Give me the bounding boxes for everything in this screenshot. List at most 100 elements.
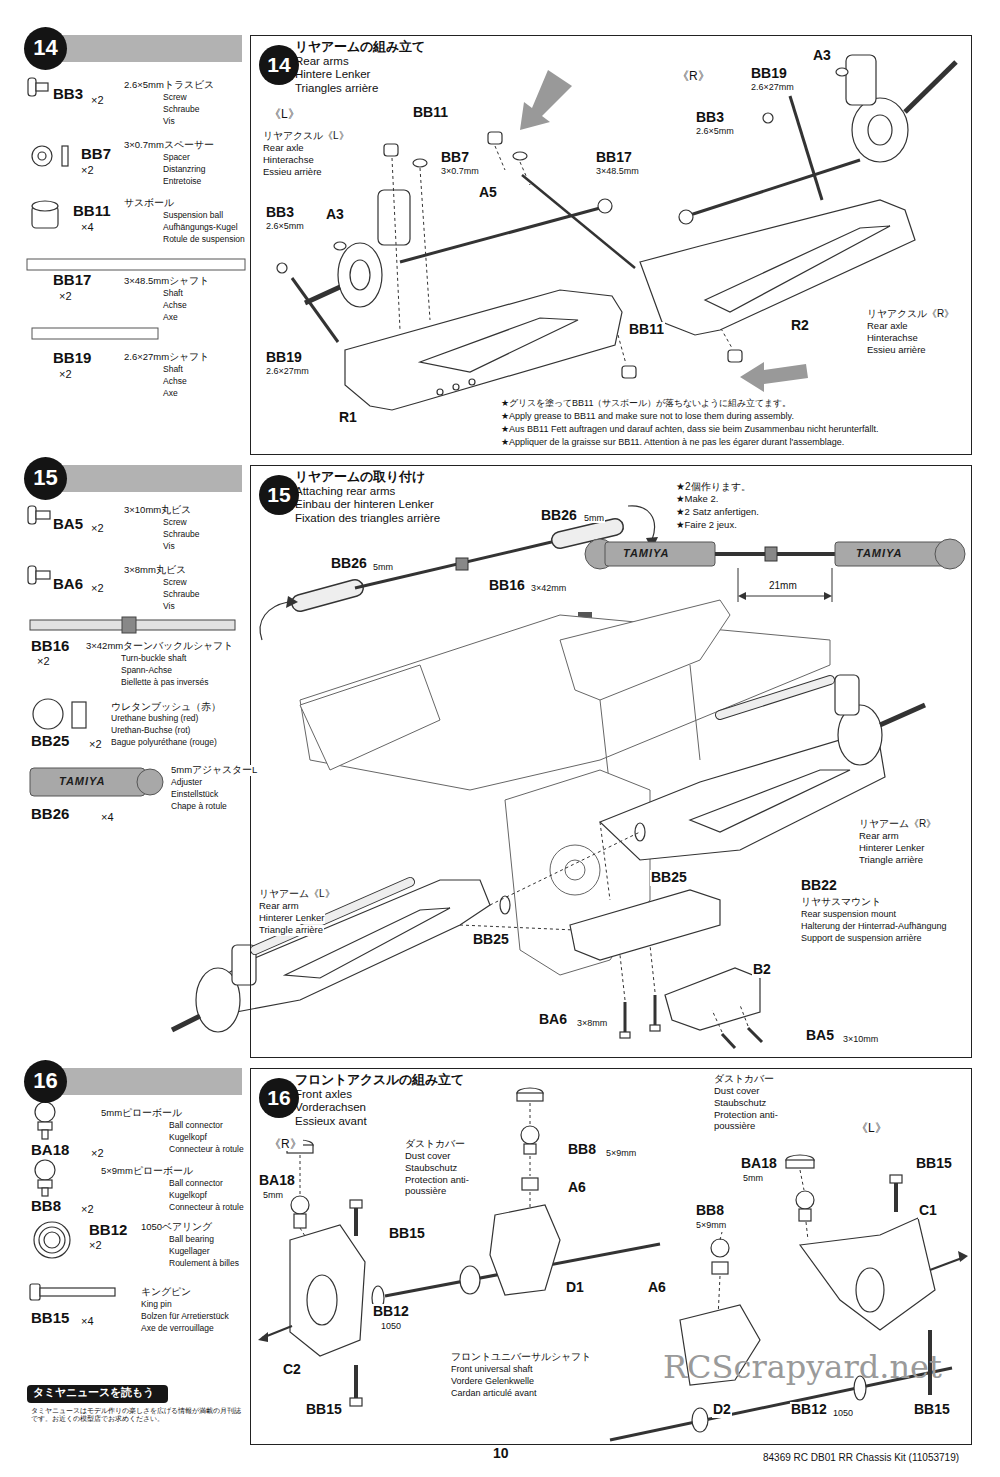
callout-label: BB15 xyxy=(305,1402,343,1418)
part-name: Protection anti-poussière xyxy=(404,1175,478,1196)
part-name: Ball connector xyxy=(168,1121,224,1131)
part-name: 3×10mm丸ビス xyxy=(123,505,192,516)
callout-label: D1 xyxy=(565,1280,585,1296)
part-code: BB19 xyxy=(52,350,92,367)
front-axle-illustration xyxy=(258,1088,968,1440)
dimension: 5mm xyxy=(742,1173,764,1183)
callout-label: BB19 xyxy=(750,66,788,82)
callout-label: BB12 xyxy=(790,1402,828,1418)
callout-label: BB15 xyxy=(915,1156,953,1172)
step-number: 14 xyxy=(259,45,299,85)
part-name: Dust cover xyxy=(713,1086,760,1097)
part-name: Screw xyxy=(162,518,188,528)
part-name: Distanzring xyxy=(162,165,207,175)
part-name: Staubschutz xyxy=(404,1163,458,1174)
dimension: 2.6×27mm xyxy=(265,366,310,376)
part-name: Rear arm xyxy=(858,831,900,842)
step-title: Rear arms xyxy=(295,55,349,68)
part-code: BB26 xyxy=(30,806,70,823)
quantity: ×4 xyxy=(80,221,95,233)
part-code: BB11 xyxy=(72,203,112,220)
quantity: ×4 xyxy=(100,811,115,823)
part-name: Rear axle xyxy=(866,321,909,332)
side-mark: 《L》 xyxy=(268,108,301,121)
step-title: Hintere Lenker xyxy=(295,68,370,81)
callout-label: BB15 xyxy=(913,1402,951,1418)
part-name: Axe xyxy=(162,389,179,399)
part-code: BB16 xyxy=(30,638,70,655)
callout-label: BB16 xyxy=(488,578,526,594)
part-name: Chape à rotule xyxy=(170,802,228,812)
parts-icons xyxy=(27,78,245,1300)
part-name: Vis xyxy=(162,542,176,552)
step-header-band: 14 xyxy=(50,35,242,62)
rear-arm-illustration xyxy=(277,55,956,410)
part-name: キングピン xyxy=(140,1287,192,1298)
part-code: BA6 xyxy=(52,576,84,593)
step-title: Attaching rear arms xyxy=(295,485,395,498)
rear-arm-mounting-illustration xyxy=(172,506,965,1048)
callout-label: R1 xyxy=(338,410,358,426)
part-name: Protection anti-poussière xyxy=(713,1110,787,1131)
callout-label: BB22 xyxy=(800,878,838,894)
part-name: Rear arm xyxy=(258,901,300,912)
dimension: 3×0.7mm xyxy=(440,166,480,176)
part-name: フロントユニバーサルシャフト xyxy=(450,1352,592,1363)
dimension: 5×9mm xyxy=(695,1220,727,1230)
side-mark: 《R》 xyxy=(676,70,711,83)
part-name: リヤアーム《R》 xyxy=(858,818,937,829)
page-number: 10 xyxy=(492,1446,510,1462)
step-number: 15 xyxy=(259,475,299,515)
part-code: BB17 xyxy=(52,272,92,289)
note: タミヤニュースはモデル作りの楽しさを広げる情報が満載の月刊誌です。お近くの模型店… xyxy=(30,1407,244,1423)
part-name: Kugelkopf xyxy=(168,1191,208,1201)
callout-label: BB11 xyxy=(412,105,449,121)
step-title: Fixation des triangles arrière xyxy=(295,512,440,525)
callout-label: A5 xyxy=(478,185,498,201)
dimension: 21mm xyxy=(768,580,798,591)
part-name: Hinterer Lenker xyxy=(858,843,925,854)
callout-label: A6 xyxy=(567,1180,587,1196)
step-header-band: 16 xyxy=(50,1068,242,1095)
step-number: 16 xyxy=(259,1078,299,1118)
part-code: BB8 xyxy=(30,1198,62,1215)
callout-label: B2 xyxy=(752,962,772,978)
callout-label: A3 xyxy=(812,48,832,64)
step-title: Front axles xyxy=(295,1088,352,1101)
part-name: リヤサスマウント xyxy=(800,896,882,907)
quantity: ×2 xyxy=(36,655,51,667)
dimension: 3×10mm xyxy=(842,1034,879,1044)
part-name: 3×42mmターンバックルシャフト xyxy=(85,641,234,652)
step-title: リヤアームの組み立て xyxy=(295,41,425,55)
step-header-band: 15 xyxy=(50,465,242,492)
note: ★Apply grease to BB11 and make sure not … xyxy=(500,411,795,421)
part-name: Urethan-Buchse (rot) xyxy=(110,726,191,736)
callout-label: BB15 xyxy=(388,1226,426,1242)
quantity: ×2 xyxy=(88,1239,103,1251)
part-name: 2.6×5mmトラスビス xyxy=(123,80,215,91)
note: ★2 Satz anfertigen. xyxy=(675,507,760,518)
part-name: Halterung der Hinterrad-Aufhängung xyxy=(800,921,948,931)
part-name: Adjuster xyxy=(170,778,203,788)
news-box: タミヤニュースを読もう xyxy=(27,1385,168,1403)
part-name: Screw xyxy=(162,578,188,588)
part-name: Roulement à billes xyxy=(168,1259,240,1269)
note: ★Appliquer de la graisse sur BB11. Atten… xyxy=(500,437,845,447)
part-name: Achse xyxy=(162,377,188,387)
part-code: BB3 xyxy=(52,86,84,103)
part-name: Schraube xyxy=(162,590,200,600)
part-name: 2.6×27mmシャフト xyxy=(123,352,210,363)
part-name: 3×8mm丸ビス xyxy=(123,565,187,576)
part-name: Rotule de suspension xyxy=(162,235,246,245)
part-name: ダストカバー xyxy=(404,1138,466,1149)
part-name: Triangle arrière xyxy=(258,925,324,936)
note: ★Faire 2 jeux. xyxy=(675,520,738,531)
part-name: Connecteur à rotule xyxy=(168,1145,245,1155)
callout-label: BB17 xyxy=(595,150,633,166)
part-name: Dust cover xyxy=(404,1151,451,1162)
part-name: Schraube xyxy=(162,530,200,540)
quantity: ×2 xyxy=(58,290,73,302)
step-title: Triangles arrière xyxy=(295,82,378,95)
part-name: 5mmアジャスターL xyxy=(170,765,258,776)
